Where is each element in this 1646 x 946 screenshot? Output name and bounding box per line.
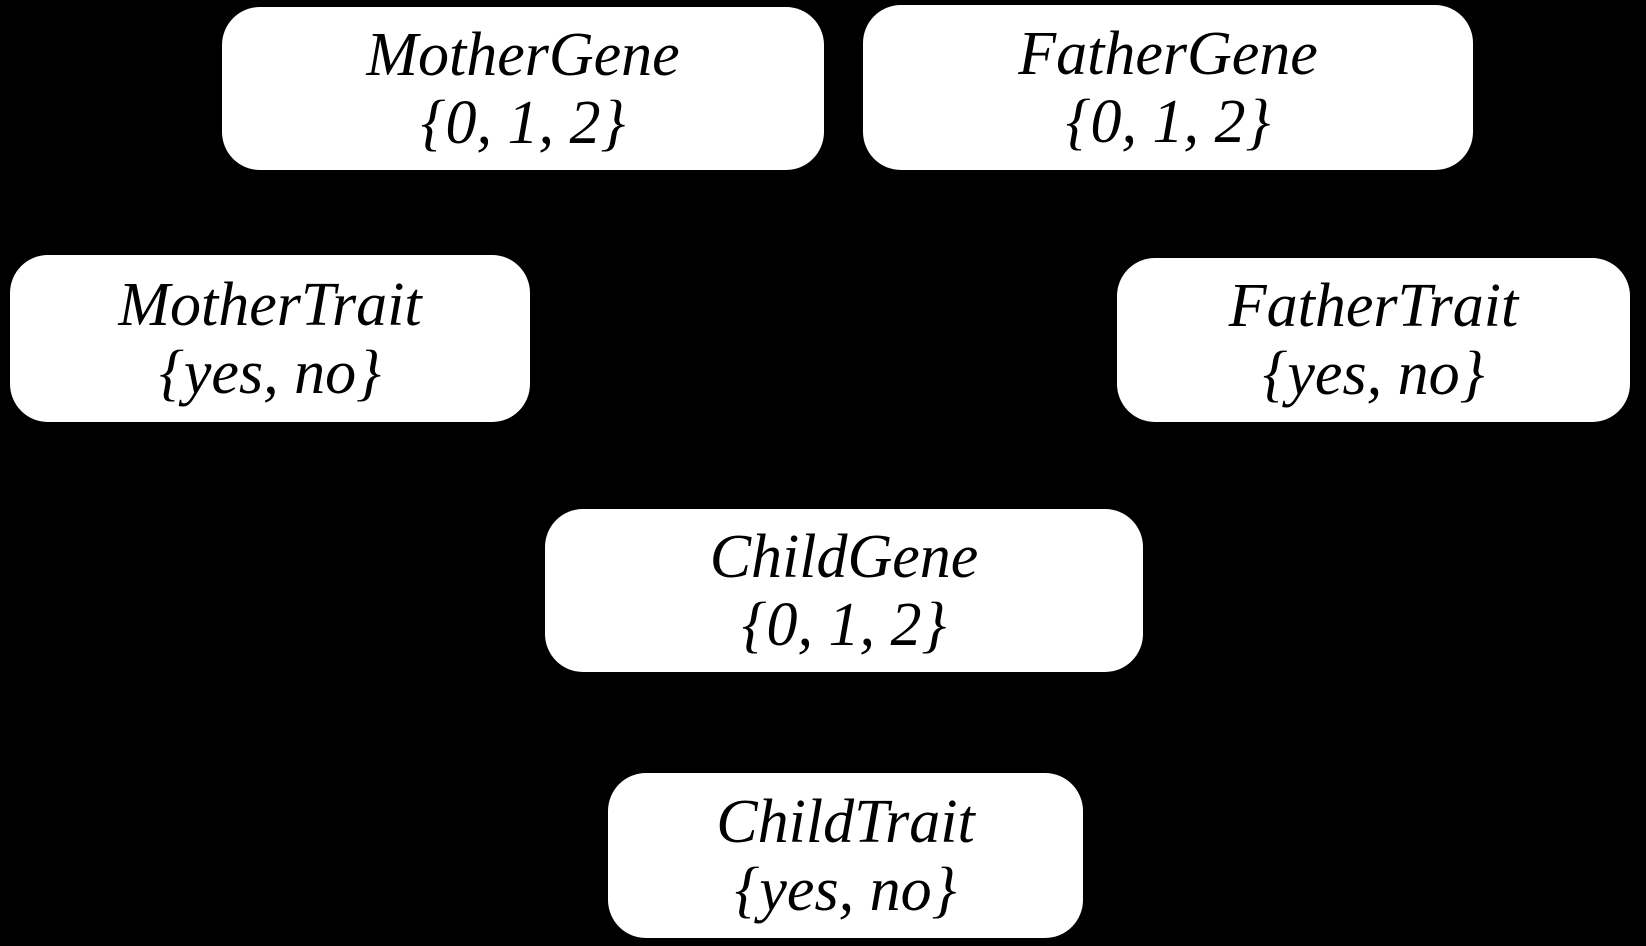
node-domain-values: {0, 1, 2} [420, 88, 626, 157]
node-child-trait[interactable]: ChildTrait {yes, no} [608, 773, 1083, 938]
node-title: MotherGene [366, 20, 680, 89]
node-mother-gene[interactable]: MotherGene {0, 1, 2} [222, 7, 824, 170]
node-title: MotherTrait [118, 270, 422, 339]
node-domain-values: {yes, no} [734, 855, 957, 924]
node-title: FatherTrait [1228, 272, 1519, 340]
node-father-trait[interactable]: FatherTrait {yes, no} [1117, 258, 1630, 422]
node-child-gene[interactable]: ChildGene {0, 1, 2} [545, 509, 1143, 672]
node-title: FatherGene [1018, 19, 1318, 88]
node-title: ChildTrait [716, 787, 975, 856]
node-father-gene[interactable]: FatherGene {0, 1, 2} [863, 5, 1473, 170]
node-domain-values: {0, 1, 2} [1065, 87, 1271, 156]
node-domain-values: {yes, no} [1262, 340, 1485, 408]
node-title: ChildGene [709, 522, 979, 591]
node-mother-trait[interactable]: MotherTrait {yes, no} [10, 255, 530, 422]
node-domain-values: {yes, no} [159, 338, 381, 407]
node-domain-values: {0, 1, 2} [741, 590, 947, 659]
